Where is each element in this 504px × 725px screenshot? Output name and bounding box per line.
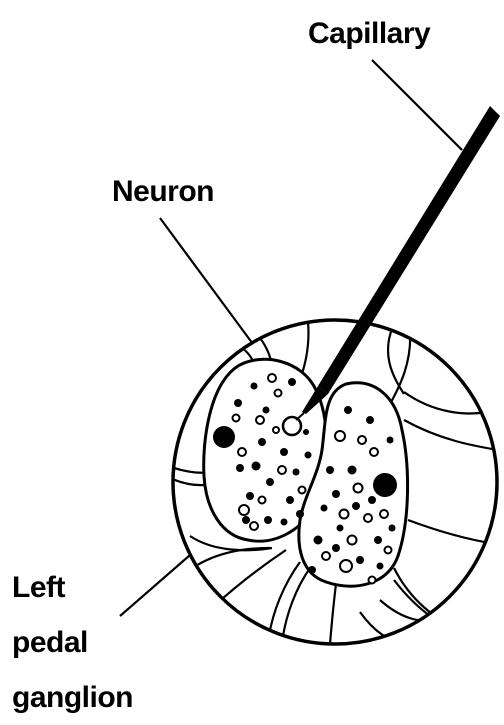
- right-nucleus: [373, 473, 397, 497]
- capillary-leader-line: [372, 60, 462, 150]
- capillary-label: Capillary: [308, 16, 430, 52]
- ganglion-label: Left pedal ganglion: [12, 560, 133, 725]
- ganglion-label-line-2: pedal: [12, 615, 133, 670]
- ganglion-label-line-1: Left: [12, 560, 133, 615]
- ganglion-label-line-3: ganglion: [12, 670, 133, 725]
- neuron-label: Neuron: [112, 174, 214, 210]
- target-neuron: [283, 417, 301, 435]
- left-nucleus: [213, 426, 235, 448]
